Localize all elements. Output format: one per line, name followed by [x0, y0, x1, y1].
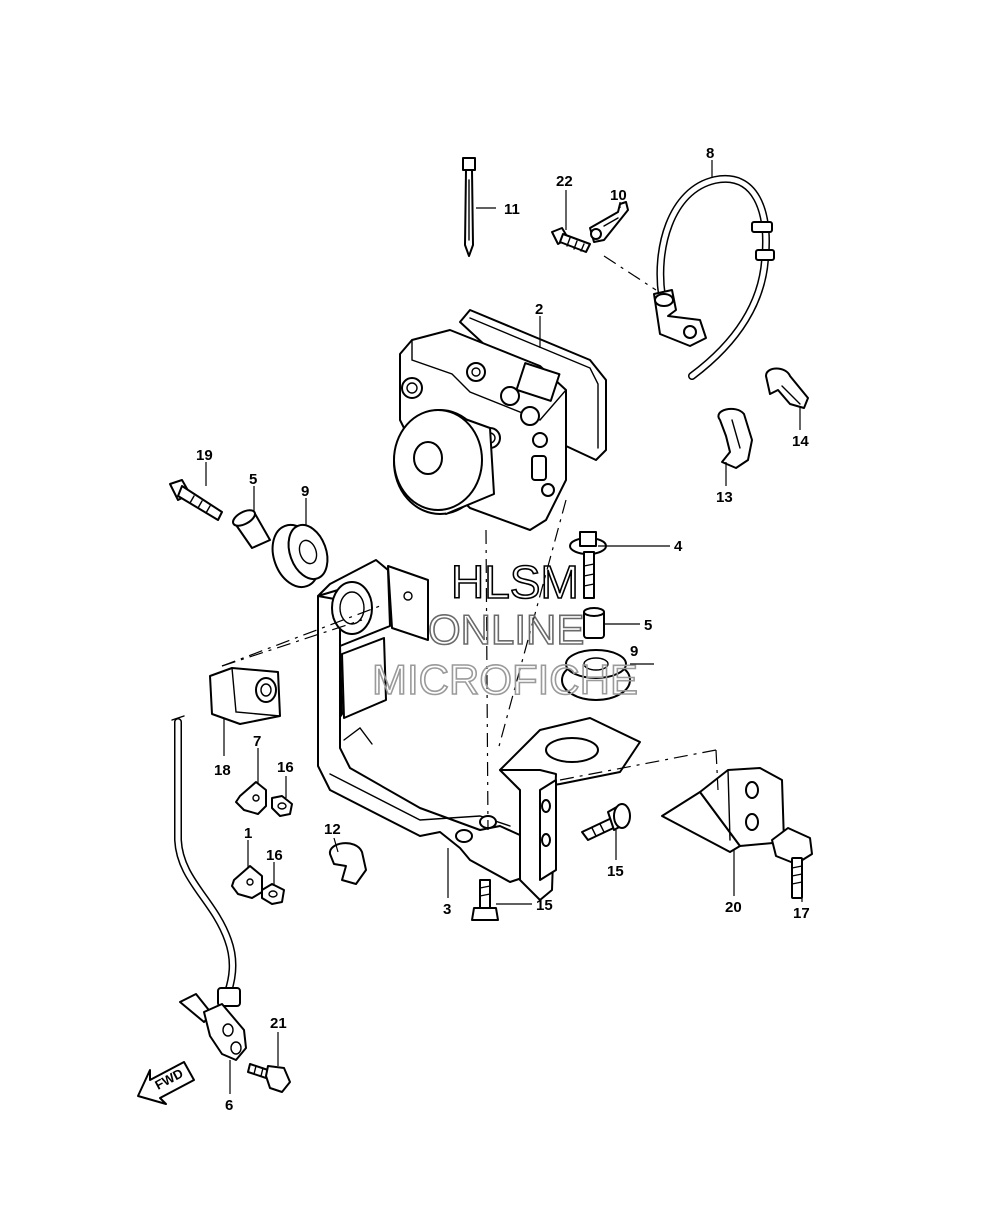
- callout-2: 2: [535, 301, 543, 318]
- part-9-grommet-left[interactable]: [264, 518, 334, 593]
- part-20-bracket[interactable]: [661, 767, 785, 853]
- part-9-grommet-right[interactable]: [561, 649, 631, 701]
- callout-12: 12: [324, 821, 341, 838]
- part-12-clamp[interactable]: [329, 842, 367, 885]
- callout-4: 4: [674, 538, 683, 555]
- callout-16-lower: 16: [266, 847, 283, 864]
- callout-5-left: 5: [249, 471, 257, 488]
- part-5-collar-left[interactable]: [231, 507, 271, 549]
- callout-15-right: 15: [607, 863, 624, 880]
- part-5-collar-right[interactable]: [583, 607, 605, 639]
- part-17-bolt[interactable]: [771, 827, 813, 899]
- part-7-clip[interactable]: [235, 781, 267, 815]
- callout-18: 18: [214, 762, 231, 779]
- callout-20: 20: [725, 899, 742, 916]
- callout-10: 10: [610, 187, 627, 204]
- watermark: HLSM ONLINE MICROFICHE: [371, 555, 639, 704]
- part-19-bolt[interactable]: [169, 479, 223, 521]
- callout-13: 13: [716, 489, 733, 506]
- part-16-bolt-lower[interactable]: [261, 883, 285, 905]
- watermark-line-3: MICROFICHE: [372, 656, 638, 703]
- callout-6: 6: [225, 1097, 233, 1114]
- callout-5-right: 5: [644, 617, 652, 634]
- callout-labels: 11 22 10 8 2 14 13 19 5 9 4 5 9 18 7 16 …: [196, 145, 810, 1114]
- leader-lines: [205, 160, 803, 1094]
- part-3-mounting-bracket[interactable]: [317, 559, 641, 901]
- callout-9-right: 9: [630, 643, 638, 660]
- part-16-bolt-upper[interactable]: [271, 795, 293, 817]
- callout-1: 1: [244, 825, 252, 842]
- callout-15-bottom: 15: [536, 897, 553, 914]
- part-1-clip[interactable]: [231, 865, 263, 899]
- part-15-bolt-bottom[interactable]: [471, 879, 499, 921]
- callout-11: 11: [504, 201, 520, 218]
- part-4-bolt[interactable]: [569, 531, 607, 599]
- callout-19: 19: [196, 447, 213, 464]
- callout-7: 7: [253, 733, 261, 750]
- watermark-line-1: HLSM: [451, 556, 579, 608]
- callout-17: 17: [793, 905, 810, 922]
- callout-22: 22: [556, 173, 573, 190]
- callout-8: 8: [706, 145, 714, 162]
- fwd-direction-arrow: FWD: [137, 1061, 195, 1105]
- watermark-line-2: ONLINE: [428, 606, 584, 653]
- part-2-abs-hydraulic-unit[interactable]: [393, 309, 607, 531]
- part-10-bracket[interactable]: [589, 201, 629, 243]
- callout-9-left: 9: [301, 483, 309, 500]
- assembly-lines: [221, 255, 719, 831]
- part-15-bolt-right[interactable]: [581, 803, 631, 841]
- part-11-cable-tie[interactable]: [462, 157, 476, 257]
- callout-14: 14: [792, 433, 809, 450]
- callout-16-upper: 16: [277, 759, 294, 776]
- part-14-clamp[interactable]: [765, 367, 809, 409]
- part-6-speed-sensor[interactable]: [171, 715, 247, 1061]
- part-21-bolt[interactable]: [247, 1063, 291, 1093]
- callout-3: 3: [443, 901, 451, 918]
- callout-21: 21: [270, 1015, 287, 1032]
- part-22-bolt[interactable]: [551, 227, 591, 253]
- part-18-nut-plate[interactable]: [209, 667, 281, 725]
- part-13-clamp[interactable]: [717, 407, 753, 469]
- part-8-speed-sensor[interactable]: [653, 174, 775, 380]
